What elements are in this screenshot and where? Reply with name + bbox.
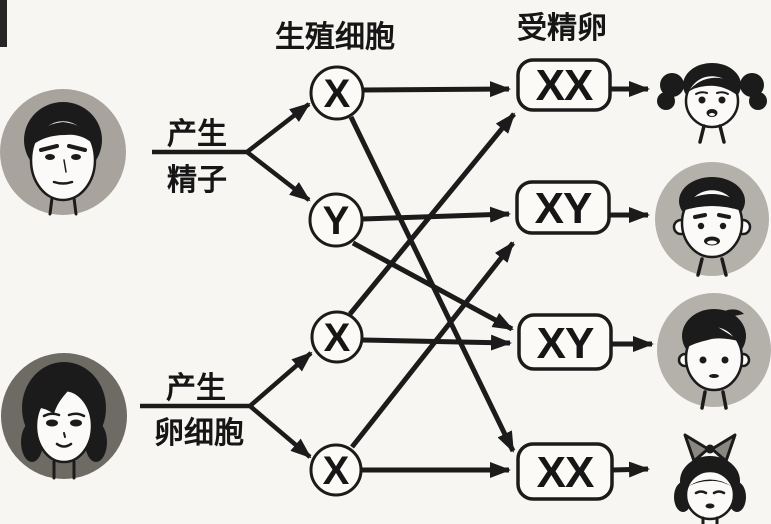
girl1-eye-left [698,96,706,104]
father-produces-line1: 产生 [167,118,227,151]
boy1-eye-left [697,222,705,230]
gametes-header: 生殖细胞 [275,21,395,54]
mother-produces-line1: 产生 [166,372,226,405]
girl1-pigtail-left-2 [657,92,675,110]
gamete-label: Y [323,199,350,243]
child-boy-2-avatar [657,293,771,410]
girl1-eyebrows [695,91,729,95]
gamete-circle [309,65,365,121]
gamete-sperm-y: Y [308,192,364,248]
boy1-eyebrows [693,213,731,219]
zygote-3-box: XY [517,313,613,371]
girl2-face [684,469,736,521]
zygote-header: 受精卵 [517,12,607,45]
arrow-mother-to-egg-x-1 [248,351,313,408]
girl1-body [698,124,726,144]
father-eyebrow-left [39,144,59,152]
arrow-mother-to-egg-x-2 [248,404,312,459]
girl1-mouth-highlight [709,113,715,116]
zygote-label: XY [537,319,594,368]
mother-eye-right [70,419,82,427]
father-neck [48,196,78,216]
child-girl-2-avatar [674,433,746,524]
gamete-egg-x-2: X [309,443,363,497]
gamete-label: X [324,316,351,360]
gamete-circle [308,192,364,248]
arrow-father-to-sperm-y [245,150,311,202]
father-eye-left [45,154,55,160]
gamete-circle [310,310,364,364]
mother-nose [63,432,66,438]
boy1-eye-right [719,222,727,230]
mother-neck [52,460,76,480]
mother-mouth [55,442,73,448]
gamete-egg-x-1: X [310,310,364,364]
father-produces-label: 产生 精子 [167,118,227,197]
arrow-egg-x-2-to-zygote-2 [350,241,515,449]
child-boy-1-avatar [655,162,769,277]
zygote-4-box: XX [516,442,614,501]
girl2-bow-left [683,433,710,463]
girl1-pigtail-right-2 [749,92,767,110]
boy2-eye-right [721,356,729,364]
father-eyebrow-right [67,144,87,152]
zygote-rect [515,180,611,235]
arrow-father-to-sperm-x [245,102,311,154]
mother-fringe [36,388,70,414]
mother-avatar [1,353,127,480]
arrow-sperm-x-to-zygote-1 [362,81,511,98]
zygote-label: XX [536,61,593,110]
girl2-mouth [705,503,715,509]
gamete-label: X [324,72,351,116]
girl1-pigtail-left [660,73,684,97]
zygote-rect [516,58,612,112]
zygote-label: XX [537,448,594,497]
gamete-sperm-x: X [309,65,365,121]
arrow-sperm-y-to-zygote-2 [361,206,511,223]
arrow-zygote-4-to-girl [611,461,650,478]
girl1-pigtail-right [740,73,764,97]
gamete-label: X [323,449,350,493]
boy2-eye-left [699,356,707,364]
girl2-eyes [694,490,726,495]
zygote-rect [517,313,613,371]
father-face [29,118,97,202]
arrow-sperm-y-to-zygote-3 [351,240,514,332]
girl1-fringe [687,77,737,95]
connection-arrows [140,81,654,478]
mother-eyebrows [42,412,86,418]
father-mouth [52,180,74,185]
child-girl-1-avatar [657,63,767,144]
boy1-body [696,257,728,277]
girl2-fringe [687,479,733,487]
zygote-label: XY [535,184,592,233]
girl2-bow-knot [705,444,715,454]
zygote-rect [516,442,614,501]
boy1-fringe [682,194,742,211]
father-avatar [0,89,126,216]
boy2-body [700,390,728,410]
mother-eye-left [46,419,58,427]
girl2-bow-right [710,433,737,463]
boy2-fringe [686,326,742,348]
mother-produces-label: 产生 卵细胞 [154,372,244,450]
boy2-hair-tuft [722,309,744,316]
boy2-mouth [709,374,719,378]
gamete-circle [309,443,363,497]
boy1-mouth-highlight [707,240,717,245]
father-eye-right [71,154,81,160]
arrow-egg-x-1-to-zygote-1 [348,112,516,316]
zygote-1-box: XX [516,58,612,112]
father-produces-line2: 精子 [167,164,227,197]
girl1-eye-right [718,96,726,104]
zygote-2-box: XY [515,180,611,235]
mother-produces-line2: 卵细胞 [154,417,244,450]
father-nose [63,159,67,173]
girl2-neck [701,516,719,524]
father-fringe [31,122,95,146]
scan-edge-artifact [0,0,7,47]
